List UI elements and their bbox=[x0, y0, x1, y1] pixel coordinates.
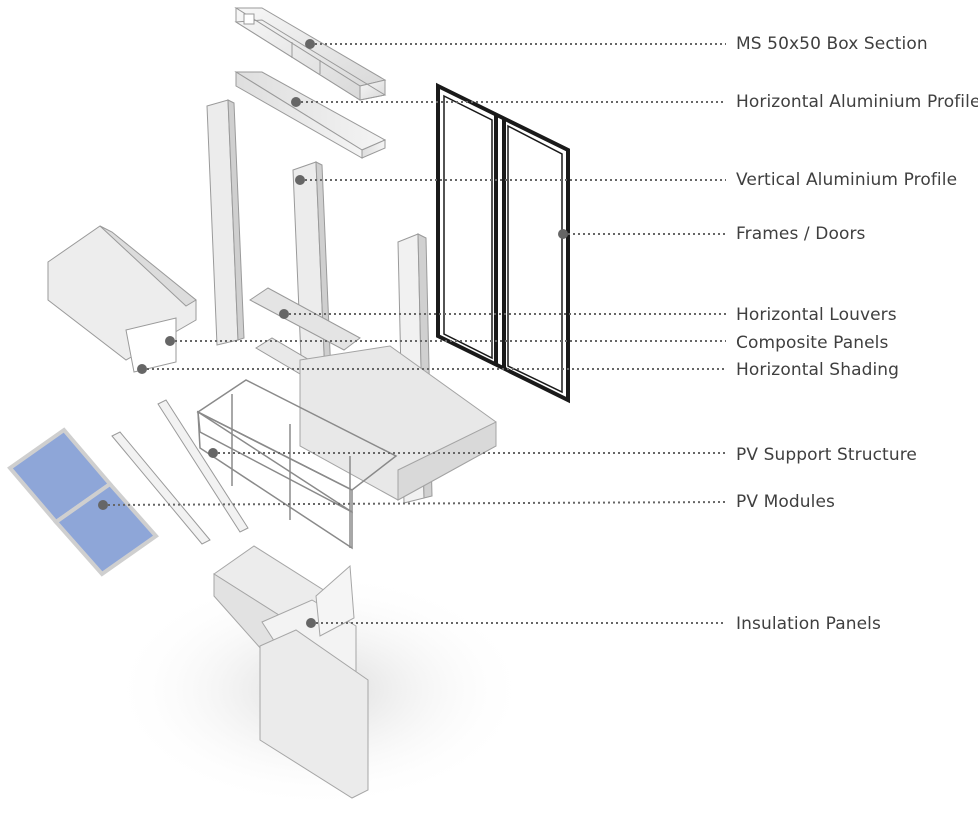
leader-dot-pv-modules bbox=[98, 500, 108, 510]
leader-dot-composite-panels bbox=[165, 336, 175, 346]
label-horizontal-louvers: Horizontal Louvers bbox=[736, 305, 897, 325]
pv-rails-part bbox=[111, 399, 249, 545]
label-insulation-panels: Insulation Panels bbox=[736, 614, 881, 634]
pv-modules-part bbox=[7, 427, 159, 577]
leader-line-pv-modules bbox=[102, 501, 727, 506]
label-horizontal-aluminium-profile: Horizontal Aluminium Profile bbox=[736, 92, 978, 112]
leader-dot-horizontal-shading bbox=[137, 364, 147, 374]
insulation-panels-part bbox=[213, 545, 369, 799]
horizontal-aluminium-profile-part bbox=[234, 71, 387, 159]
label-frames-doors: Frames / Doors bbox=[736, 224, 866, 244]
label-ms-box-section: MS 50x50 Box Section bbox=[736, 34, 928, 54]
label-horizontal-shading: Horizontal Shading bbox=[736, 360, 900, 380]
leader-dot-pv-support-structure bbox=[208, 448, 218, 458]
base-block-part bbox=[299, 345, 497, 501]
label-composite-panels: Composite Panels bbox=[736, 333, 889, 353]
callout-leaders bbox=[98, 39, 727, 628]
label-pv-modules: PV Modules bbox=[736, 492, 835, 512]
label-vertical-aluminium-profile: Vertical Aluminium Profile bbox=[736, 170, 958, 190]
label-pv-support-structure: PV Support Structure bbox=[736, 445, 917, 465]
leader-dot-insulation-panels bbox=[306, 618, 316, 628]
leader-dot-horizontal-louvers bbox=[279, 309, 289, 319]
pv-support-structure-part bbox=[196, 379, 398, 550]
leader-dot-horizontal-aluminium-profile bbox=[291, 97, 301, 107]
leader-dot-ms-box-section bbox=[305, 39, 315, 49]
frames-doors-part bbox=[436, 82, 570, 404]
leader-dot-vertical-aluminium-profile bbox=[295, 175, 305, 185]
horizontal-shading-part bbox=[47, 225, 197, 373]
leader-dot-frames-doors bbox=[558, 229, 568, 239]
